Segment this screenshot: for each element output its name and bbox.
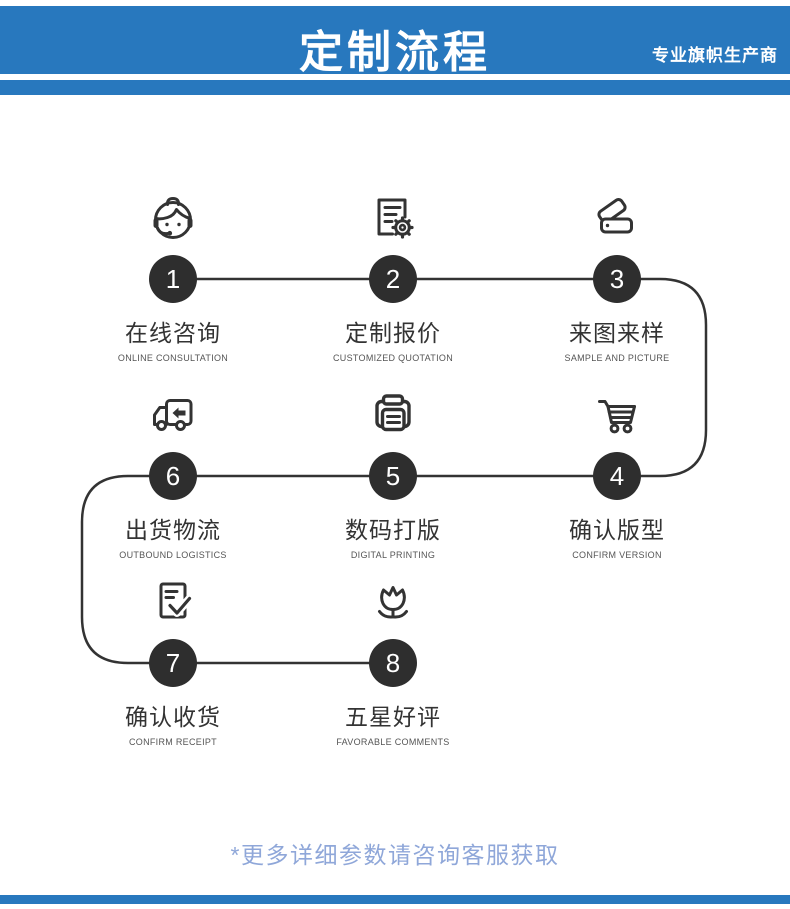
step-digital-printing: 5 数码打版 DIGITAL PRINTING — [293, 389, 493, 560]
flower-icon — [367, 576, 419, 628]
step-title: 定制报价 — [345, 320, 441, 346]
color-swatches-icon — [591, 192, 643, 244]
receipt-check-icon — [147, 576, 199, 628]
step-number-badge: 2 — [369, 255, 417, 303]
step-number-badge: 7 — [149, 639, 197, 687]
step-number-badge: 5 — [369, 452, 417, 500]
step-title: 在线咨询 — [125, 320, 221, 346]
step-title: 出货物流 — [125, 517, 221, 543]
printer-icon — [367, 389, 419, 441]
headset-agent-icon — [147, 192, 199, 244]
step-caption: OUTBOUND LOGISTICS — [119, 550, 227, 560]
step-number-badge: 6 — [149, 452, 197, 500]
step-custom-quote: 2 定制报价 CUSTOMIZED QUOTATION — [293, 192, 493, 363]
step-five-star-review: 8 五星好评 FAVORABLE COMMENTS — [293, 576, 493, 747]
header-tagline: 专业旗帜生产商 — [652, 46, 778, 65]
step-sample-picture: 3 来图来样 SAMPLE AND PICTURE — [517, 192, 717, 363]
step-caption: CONFIRM RECEIPT — [128, 737, 217, 747]
footer-note: *更多详细参数请咨询客服获取 — [230, 842, 560, 868]
page-title: 定制流程 — [299, 28, 491, 77]
footer-bar — [0, 895, 790, 904]
step-title: 确认版型 — [569, 517, 665, 543]
delivery-truck-icon — [147, 389, 199, 441]
step-title: 五星好评 — [345, 704, 441, 730]
quote-document-icon — [367, 192, 419, 244]
header-underline-strip — [0, 80, 790, 95]
header-banner — [0, 6, 790, 74]
step-number-badge: 3 — [593, 255, 641, 303]
step-caption: CUSTOMIZED QUOTATION — [333, 353, 453, 363]
step-number-badge: 1 — [149, 255, 197, 303]
step-confirm-receipt: 7 确认收货 CONFIRM RECEIPT — [73, 576, 273, 747]
step-online-consultation: 1 在线咨询 ONLINE CONSULTATION — [73, 192, 273, 363]
step-number-badge: 8 — [369, 639, 417, 687]
step-caption: DIGITAL PRINTING — [350, 550, 436, 560]
shopping-cart-icon — [591, 389, 643, 441]
step-title: 来图来样 — [569, 320, 665, 346]
step-caption: SAMPLE AND PICTURE — [564, 353, 670, 363]
step-title: 数码打版 — [345, 517, 441, 543]
step-caption: ONLINE CONSULTATION — [117, 353, 229, 363]
step-number-badge: 4 — [593, 452, 641, 500]
step-outbound-logistics: 6 出货物流 OUTBOUND LOGISTICS — [73, 389, 273, 560]
step-confirm-version: 4 确认版型 CONFIRM VERSION — [517, 389, 717, 560]
step-caption: CONFIRM VERSION — [572, 550, 662, 560]
step-title: 确认收货 — [125, 704, 221, 730]
step-caption: FAVORABLE COMMENTS — [336, 737, 450, 747]
